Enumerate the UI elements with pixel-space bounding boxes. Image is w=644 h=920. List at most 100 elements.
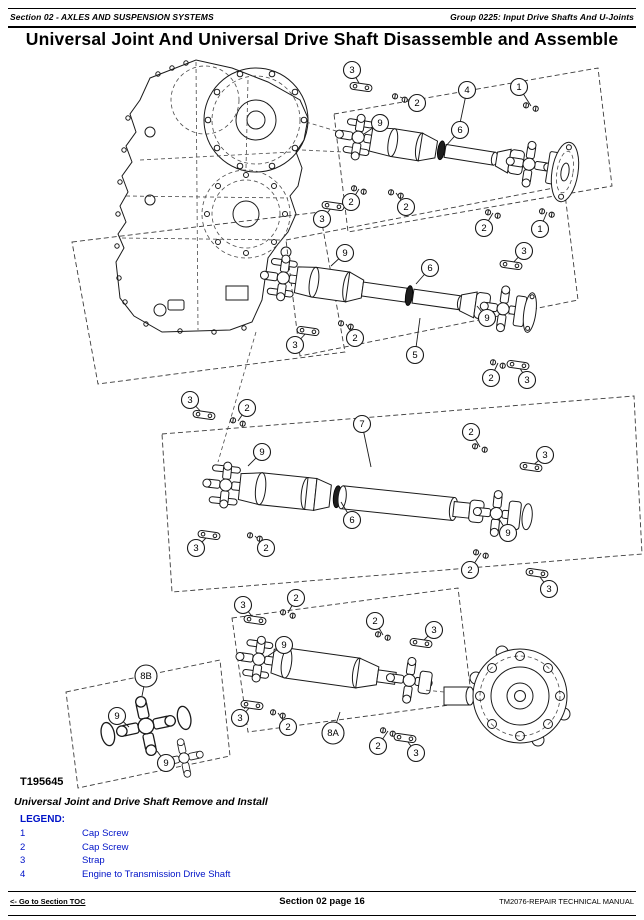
transmission-housing (114, 59, 347, 463)
callout-3 (535, 445, 555, 465)
callout-9 (335, 243, 355, 263)
callout-label: 2 (285, 722, 290, 733)
legend-item: 2 Cap Screw (20, 841, 230, 855)
callout-label: 2 (352, 333, 357, 344)
callout-5 (405, 345, 425, 365)
driveshaft-assembly-4 (331, 110, 570, 192)
callout-label: 9 (281, 640, 286, 651)
callout-label: 3 (292, 340, 297, 351)
legend-label: Cap Screw (82, 828, 129, 839)
callout-label: 2 (467, 565, 472, 576)
callout-2 (365, 611, 385, 631)
callout-label: 5 (412, 350, 417, 361)
output-flange (423, 645, 571, 747)
callout-label: 9 (259, 447, 264, 458)
callout-2 (345, 328, 365, 348)
callout-label: 2 (372, 616, 377, 627)
callout-3 (342, 60, 362, 80)
legend: LEGEND: 1 Cap Screw 2 Cap Screw 3 Strap … (20, 814, 230, 881)
go-to-section-toc-link[interactable]: <- Go to Section TOC (10, 897, 86, 906)
legend-key: 2 (20, 841, 26, 853)
page-header: Section 02 - AXLES AND SUSPENSION SYSTEM… (8, 8, 636, 28)
callout-label: 9 (163, 758, 168, 769)
callout-3 (312, 209, 332, 229)
callout-label: 3 (193, 543, 198, 554)
callout-3 (514, 241, 534, 261)
legend-heading: LEGEND: (20, 814, 65, 825)
input-flange (550, 141, 580, 203)
legend-item: 1 Cap Screw (20, 827, 230, 841)
callout-label: 3 (240, 600, 245, 611)
image-id-label: T195645 (20, 776, 64, 788)
callout-label: 4 (464, 85, 469, 96)
legend-label: Strap (82, 855, 105, 866)
callout-3 (230, 708, 250, 728)
header-group-label: Group 0225: Input Drive Shafts And U-Joi… (450, 12, 634, 22)
footer-page-label: Section 02 page 16 (279, 896, 365, 907)
footer-manual-label: TM2076-REPAIR TECHNICAL MANUAL (499, 897, 635, 906)
legend-key: 1 (20, 828, 26, 839)
callout-label: 1 (516, 82, 521, 93)
callout-label: 3 (524, 375, 529, 386)
callout-label: 2 (481, 223, 486, 234)
callout-2 (481, 368, 501, 388)
callout-label: 6 (457, 125, 462, 136)
driveshaft-assembly-7 (200, 459, 533, 540)
callout-label: 3 (413, 748, 418, 759)
callout-label: 2 (375, 741, 380, 752)
callout-label: 3 (349, 65, 354, 76)
callout-label: 3 (187, 395, 192, 406)
callout-label: 9 (377, 118, 382, 129)
callout-3 (424, 620, 444, 640)
bottom-rule (8, 915, 636, 916)
callout-label: 2 (263, 543, 268, 554)
callout-label: 2 (348, 197, 353, 208)
technical-diagram: 32419622321963932523327239693223322398A2… (65, 59, 643, 789)
callout-label: 3 (542, 450, 547, 461)
callout-8b (134, 664, 158, 688)
callout-9 (252, 442, 272, 462)
callout-2 (286, 588, 306, 608)
callout-label: 3 (521, 246, 526, 257)
boundary-boxes (65, 67, 643, 789)
callout-2 (237, 398, 257, 418)
callout-2 (368, 736, 388, 756)
legend-key: 4 (20, 868, 26, 880)
callout-9 (156, 753, 176, 773)
callout-2 (407, 93, 427, 113)
callout-1 (509, 77, 529, 97)
legend-item: 4 Engine to Transmission Drive Shaft (20, 868, 230, 882)
callout-3 (233, 595, 253, 615)
ujoint-detail-8b (100, 689, 208, 782)
callout-2 (278, 717, 298, 737)
callout-label: 2 (293, 593, 298, 604)
legend-key: 3 (20, 855, 26, 866)
callout-label: 9 (114, 711, 119, 722)
callout-label: 2 (244, 403, 249, 414)
figure-caption: Universal Joint and Drive Shaft Remove a… (14, 796, 268, 808)
callout-9 (370, 113, 390, 133)
callout-3 (517, 370, 537, 390)
callout-label: 8A (327, 728, 339, 739)
callout-1 (530, 219, 550, 239)
callout-label: 6 (427, 263, 432, 274)
callout-3 (539, 579, 559, 599)
callout-2 (474, 218, 494, 238)
callout-9 (477, 308, 497, 328)
callout-2 (461, 422, 481, 442)
legend-item: 3 Strap (20, 854, 230, 868)
callout-9 (274, 635, 294, 655)
callout-label: 2 (468, 427, 473, 438)
callout-2 (341, 192, 361, 212)
callout-9 (107, 706, 127, 726)
driveshaft-assembly-8a (232, 632, 436, 707)
callout-label: 3 (319, 214, 324, 225)
callout-3 (186, 538, 206, 558)
callout-3 (406, 743, 426, 763)
callout-label: 2 (403, 202, 408, 213)
callout-8a (321, 721, 345, 745)
callout-2 (396, 197, 416, 217)
callout-label: 7 (359, 419, 364, 430)
